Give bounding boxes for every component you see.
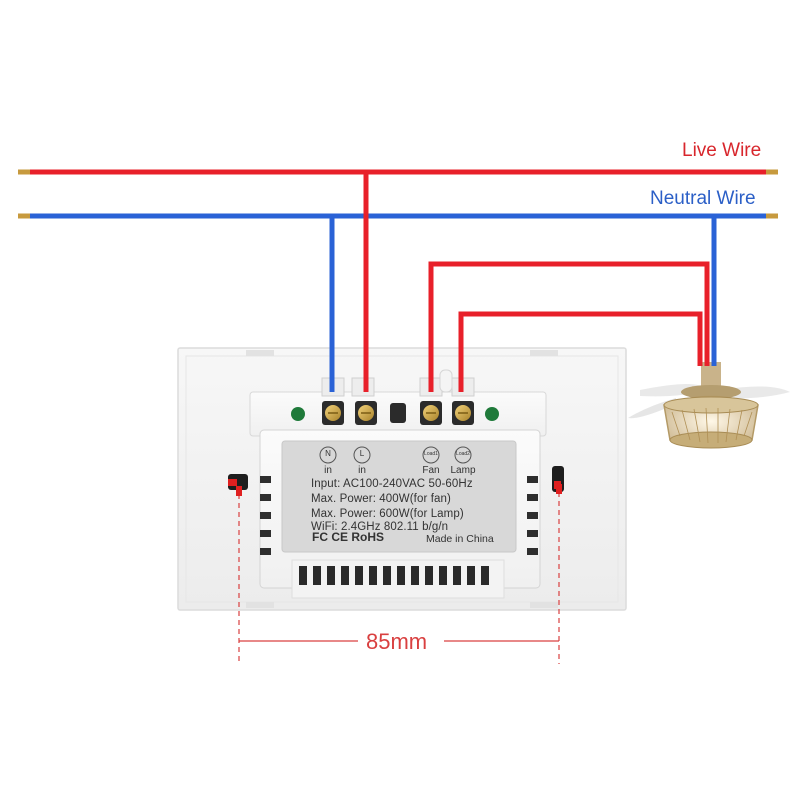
dimension-label: 85mm [366,629,428,654]
load2-lamp-wire [458,311,703,392]
made-in-label: Made in China [426,533,494,545]
spec-power-fan: Max. Power: 400W(for fan) [311,493,451,505]
bottom-vents [299,566,489,585]
terminal-blank [390,403,406,423]
certification-marks: FC CE RoHS [312,530,384,544]
terminal-symbol-l [353,446,371,464]
led-right [485,407,499,421]
terminal-symbol-load1 [422,446,440,464]
ceiling-fan-lamp [628,362,790,449]
terminal-l-symbol: L [359,449,365,458]
terminal-symbol-load2 [454,446,472,464]
terminal-load1-symbol: Load1 [424,451,438,457]
spec-power-lamp: Max. Power: 600W(for Lamp) [311,508,464,520]
live-wire-label: Live Wire [682,140,762,161]
spec-input: Input: AC100-240VAC 50-60Hz [311,478,473,490]
terminal-n-symbol: N [325,449,331,458]
dimension-marker [238,492,560,664]
neutral-wire-label: Neutral Wire [650,188,756,209]
wires [18,169,778,392]
terminal-row [291,401,499,425]
load1-fan-wire [428,261,710,392]
terminal-load1-text: Fan [422,465,440,476]
led-left [291,407,305,421]
side-vents [260,476,538,555]
spec-wifi-visible: WiFi: 2.4GHz 802.11 b/g/n [311,521,449,533]
spec-label-plate [281,440,517,553]
terminal-n-text: in [324,465,332,476]
terminal-load2-symbol: Load2 [456,451,470,457]
terminal-symbol-n [319,446,337,464]
terminal-load2-text: Lamp [450,465,476,476]
terminal-l-text: in [358,465,366,476]
